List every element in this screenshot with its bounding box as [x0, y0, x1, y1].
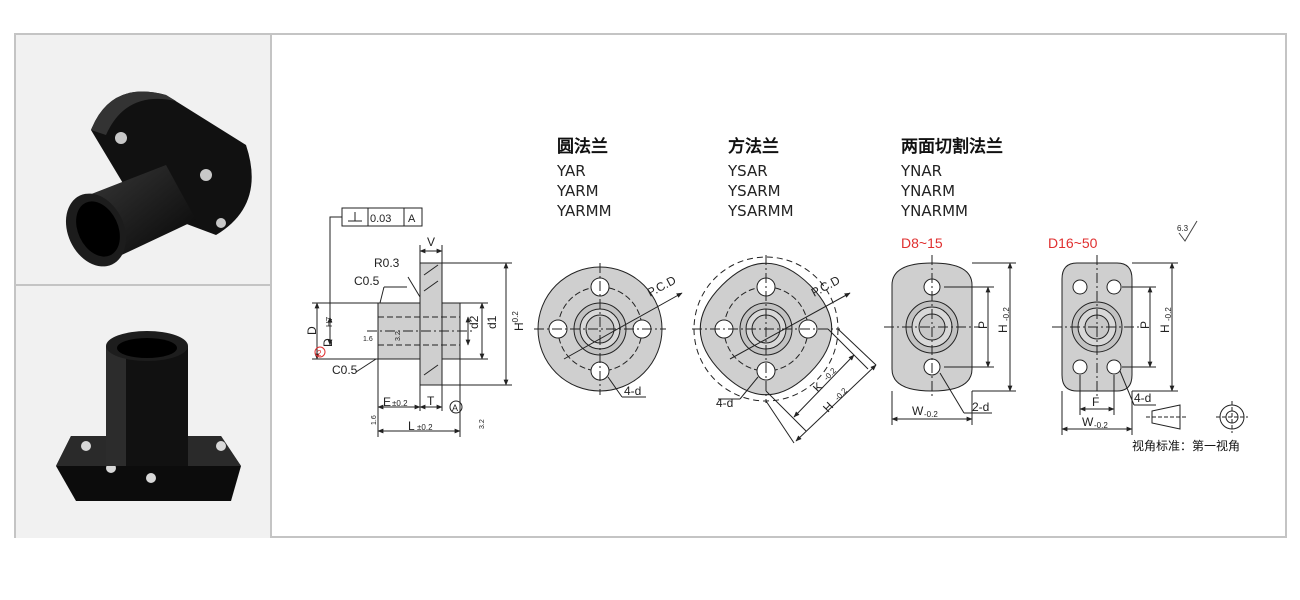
svg-text:-0.2: -0.2	[924, 410, 938, 419]
two-side-cut-flange-small-view	[884, 255, 1016, 425]
two-side-cut-large-labels: P H -0.2 F W -0.2 4-d	[1082, 307, 1173, 430]
round-flange-front-view	[534, 263, 683, 398]
svg-text:R0.3: R0.3	[374, 256, 400, 270]
product-photo-upright	[16, 286, 270, 538]
svg-text:3.2: 3.2	[479, 419, 486, 429]
size-range-small: D8~15	[901, 235, 943, 251]
product-photos	[16, 35, 272, 538]
svg-text:F: F	[1092, 395, 1099, 409]
svg-text:2-d: 2-d	[972, 400, 989, 414]
svg-text:P: P	[976, 321, 990, 329]
model-code: YSARM	[728, 182, 781, 200]
side-section-view	[312, 207, 512, 437]
heading-two-side-cut-flange: 两面切割法兰	[901, 137, 1003, 157]
svg-text:C0.5: C0.5	[354, 274, 380, 288]
two-side-cut-flange-large-view	[1052, 255, 1178, 435]
model-code: YSARMM	[728, 202, 794, 220]
svg-text:A: A	[408, 213, 416, 225]
heading-round-flange: 圆法兰	[557, 137, 608, 157]
svg-text:V: V	[427, 235, 435, 249]
flange-bushing-render-angled	[65, 91, 252, 267]
flange-bushing-render-upright	[56, 331, 241, 501]
svg-text:-0.2: -0.2	[822, 366, 838, 383]
heading-square-flange: 方法兰	[728, 137, 779, 157]
square-flange-front-view	[692, 255, 877, 444]
svg-text:D: D	[305, 326, 319, 335]
svg-text:D: D	[321, 338, 335, 347]
model-list-square: YSAR YSARM YSARMM	[728, 161, 794, 221]
two-side-cut-small-labels: P H -0.2 W -0.2 2-d	[912, 307, 1011, 419]
svg-text:P: P	[1138, 321, 1152, 329]
model-code: YNARM	[901, 182, 956, 200]
svg-text:1.6: 1.6	[371, 415, 378, 425]
svg-text:1.6: 1.6	[363, 336, 373, 343]
svg-text:-0.2: -0.2	[833, 386, 849, 403]
svg-text:K: K	[810, 380, 826, 395]
surface-roughness-general: 6.3	[1177, 220, 1198, 242]
svg-text:H: H	[996, 324, 1010, 333]
svg-text:2: 2	[317, 349, 322, 358]
svg-text:d2: d2	[467, 315, 481, 329]
svg-text:-0.2: -0.2	[1164, 307, 1173, 321]
svg-text:-0.2: -0.2	[1094, 421, 1108, 430]
svg-text:T: T	[427, 394, 435, 408]
size-range-large: D16~50	[1048, 235, 1098, 251]
svg-text:-0.2: -0.2	[1002, 307, 1011, 321]
svg-text:3.2: 3.2	[395, 331, 402, 341]
side-view-labels: 0.03 A V R0.3 C0.5 C0.5 D D H7 2 d2 d1 H…	[305, 213, 526, 433]
product-spec-panel: 圆法兰 YAR YARM YARMM 方法兰 YSAR YSARM YSARMM…	[14, 33, 1287, 538]
svg-text:H: H	[512, 322, 526, 331]
svg-text:6.3: 6.3	[1177, 224, 1189, 233]
svg-text:0.03: 0.03	[370, 213, 391, 225]
model-code: YARMM	[557, 202, 612, 220]
view-standard-note: 视角标准：第一视角	[1132, 439, 1241, 453]
model-list-round: YAR YARM YARMM	[557, 161, 612, 221]
svg-text:H: H	[820, 399, 836, 415]
svg-text:W: W	[1082, 415, 1094, 429]
model-code: YNAR	[901, 162, 943, 180]
model-code: YNARMM	[901, 202, 968, 220]
first-angle-projection-symbol	[1146, 401, 1248, 433]
svg-text:H: H	[1158, 324, 1172, 333]
svg-text:H7: H7	[325, 316, 334, 327]
svg-text:4-d: 4-d	[1134, 391, 1151, 405]
svg-text:P.C.D: P.C.D	[645, 273, 679, 300]
model-code: YAR	[557, 162, 586, 180]
svg-text:C0.5: C0.5	[332, 363, 358, 377]
technical-drawing-area: 圆法兰 YAR YARM YARMM 方法兰 YSAR YSARM YSARMM…	[272, 35, 1287, 538]
product-photo-angled	[16, 35, 270, 286]
svg-text:P.C.D: P.C.D	[809, 273, 843, 300]
svg-text:L: L	[408, 419, 415, 433]
svg-text:d1: d1	[485, 315, 499, 329]
svg-text:4-d: 4-d	[624, 384, 641, 398]
model-code: YSAR	[728, 162, 768, 180]
svg-text:4-d: 4-d	[716, 396, 733, 410]
svg-text:W: W	[912, 404, 924, 418]
svg-text:±0.2: ±0.2	[417, 423, 433, 432]
svg-text:-0.2: -0.2	[511, 311, 520, 325]
svg-text:E: E	[383, 395, 391, 409]
model-list-two-side-cut: YNAR YNARM YNARMM	[901, 161, 968, 221]
svg-text:±0.2: ±0.2	[392, 399, 408, 408]
drawing-svg: 6.3	[305, 207, 1248, 444]
svg-text:A: A	[452, 403, 458, 413]
model-code: YARM	[557, 182, 599, 200]
